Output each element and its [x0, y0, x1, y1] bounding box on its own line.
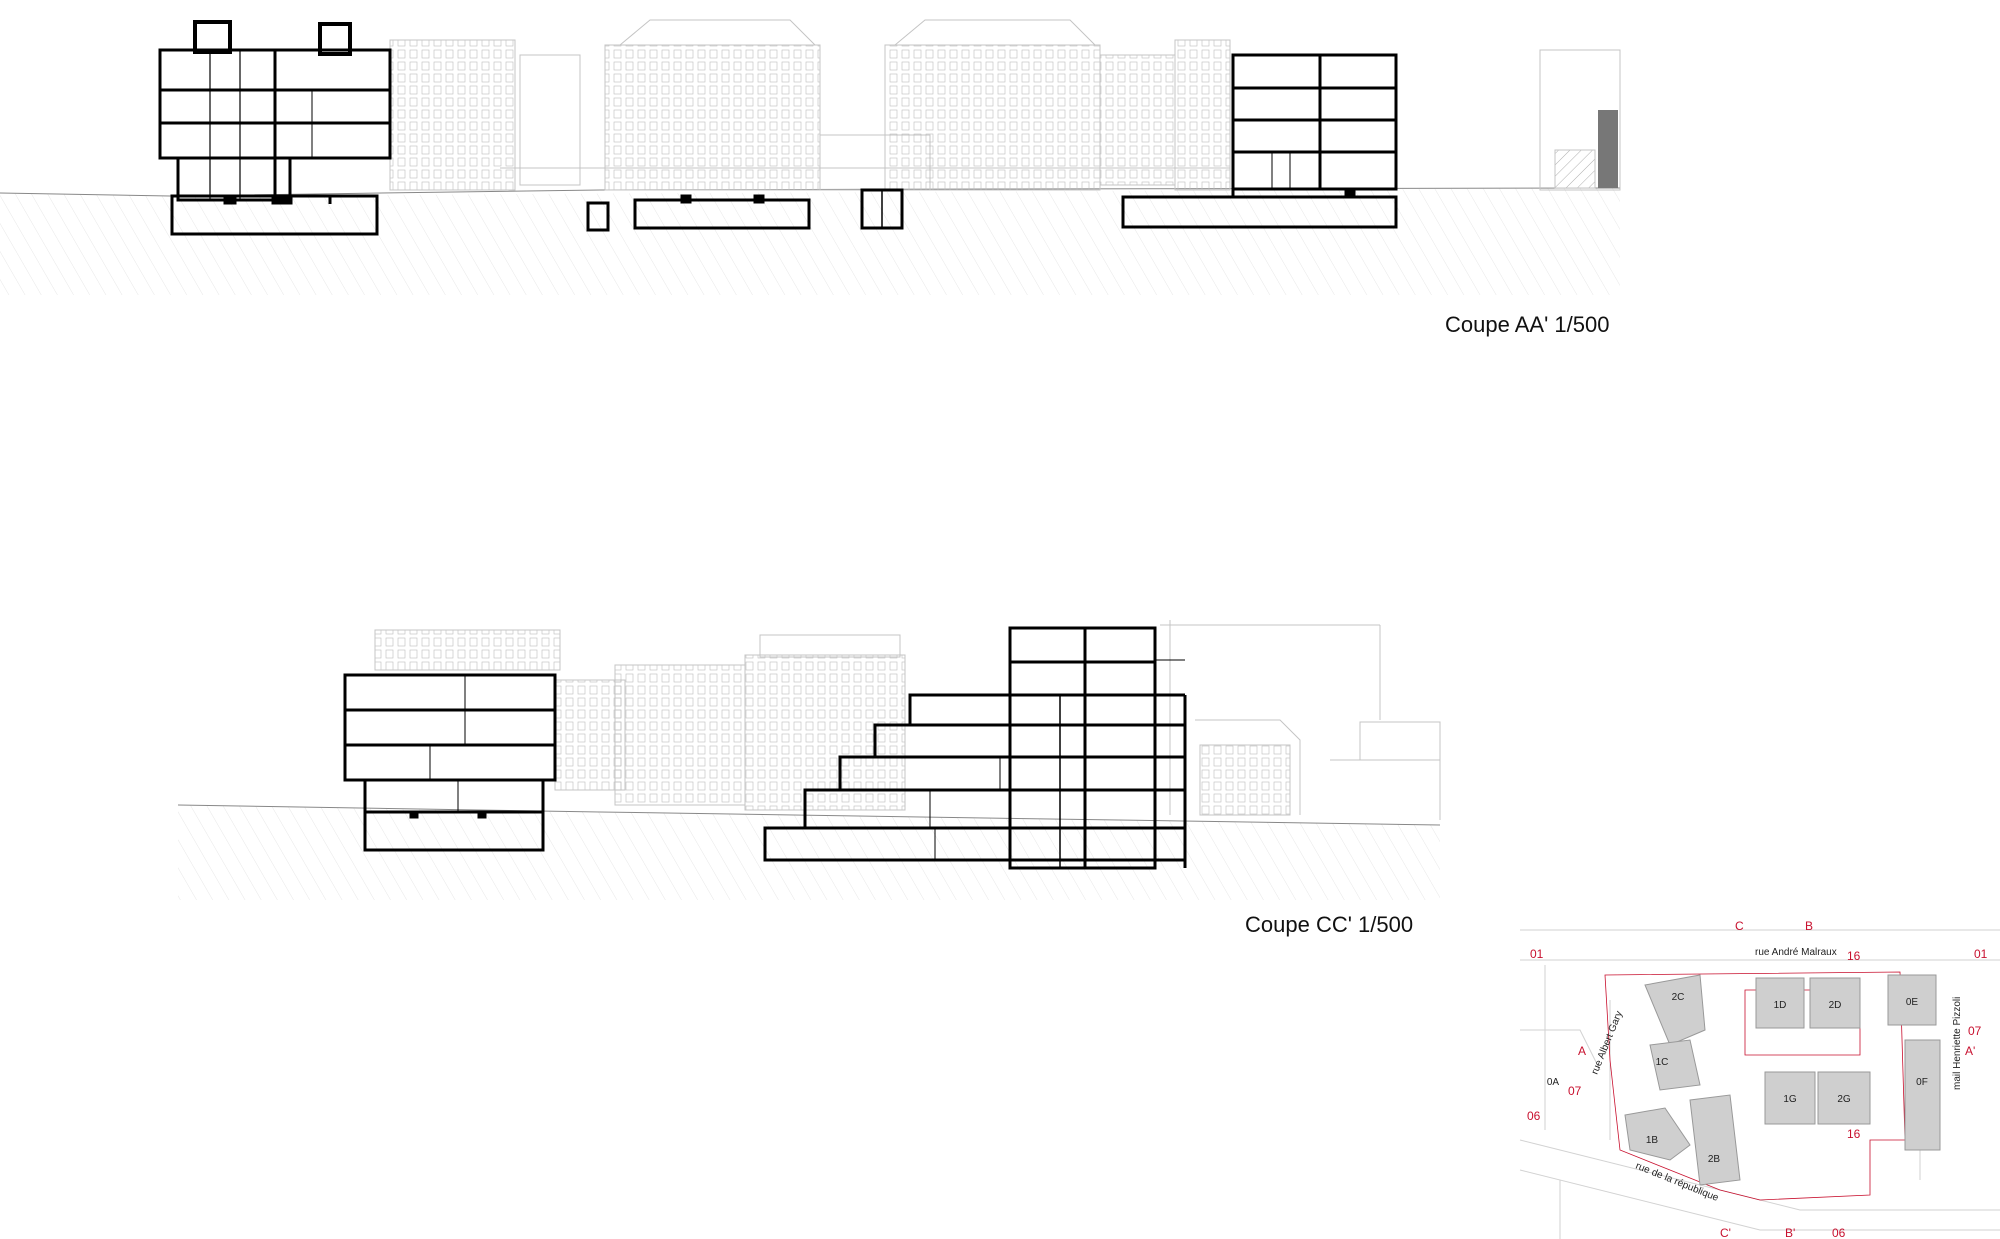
marker-a: A — [1578, 1044, 1586, 1058]
building-left-cut-cc — [343, 673, 557, 852]
marker-01-right: 01 — [1974, 947, 1988, 961]
marker-b-prime: B' — [1785, 1226, 1795, 1239]
building-label-0e: 0E — [1906, 997, 1919, 1008]
building-label-0a: 0A — [1547, 1077, 1560, 1088]
site-section-markers: C B A A' B' C' 01 01 16 16 07 07 06 06 — [1527, 919, 1988, 1239]
building-label-1d: 1D — [1774, 1000, 1787, 1011]
marker-07-left: 07 — [1568, 1084, 1582, 1098]
marker-06-left: 06 — [1527, 1109, 1541, 1123]
background-elevation-cc — [374, 620, 1441, 820]
section-aa-title: Coupe AA' 1/500 — [1445, 312, 1610, 337]
building-right-cut-aa — [1121, 53, 1398, 229]
marker-16-top: 16 — [1847, 949, 1861, 963]
site-plan: 2C 1C 1D 2D 0E 1G 2G 0F 1B 2B 0A rue And… — [1519, 919, 2000, 1239]
section-cc-title: Coupe CC' 1/500 — [1245, 912, 1414, 937]
building-right-cut-cc — [763, 626, 1187, 870]
ground-hatch-cc — [178, 805, 1440, 900]
marker-c-prime: C' — [1720, 1226, 1731, 1239]
building-label-1c: 1C — [1656, 1057, 1669, 1068]
marker-a-prime: A' — [1965, 1044, 1975, 1058]
building-label-2d: 2D — [1829, 1000, 1842, 1011]
ground-line-cc — [177, 804, 1441, 826]
building-label-2b: 2B — [1708, 1154, 1721, 1165]
building-label-2g: 2G — [1837, 1094, 1851, 1105]
section-cc-drawing — [177, 620, 1441, 900]
building-label-1g: 1G — [1783, 1094, 1797, 1105]
underground-boxes-aa — [586, 188, 904, 232]
ground-hatch-aa — [0, 188, 1620, 295]
building-label-1b: 1B — [1646, 1135, 1659, 1146]
site-plan-context-lines — [1519, 929, 2000, 1239]
background-elevation-aa — [389, 19, 1621, 191]
marker-16-bottom: 16 — [1847, 1127, 1861, 1141]
marker-b: B — [1805, 919, 1813, 933]
section-aa-drawing — [0, 19, 1621, 295]
marker-c: C — [1735, 919, 1744, 933]
building-label-2c: 2C — [1672, 992, 1685, 1003]
marker-07-right: 07 — [1968, 1024, 1982, 1038]
site-building-labels: 2C 1C 1D 2D 0E 1G 2G 0F 1B 2B 0A — [1547, 992, 1928, 1165]
building-label-0f: 0F — [1916, 1077, 1928, 1088]
street-label-north: rue André Malraux — [1755, 947, 1837, 958]
marker-06-bottom: 06 — [1832, 1226, 1846, 1239]
building-left-cut-aa — [158, 20, 392, 236]
site-buildings — [1624, 974, 1941, 1186]
marker-01-left: 01 — [1530, 947, 1544, 961]
street-label-east: mail Henriette Pizzoli — [1952, 997, 1963, 1090]
